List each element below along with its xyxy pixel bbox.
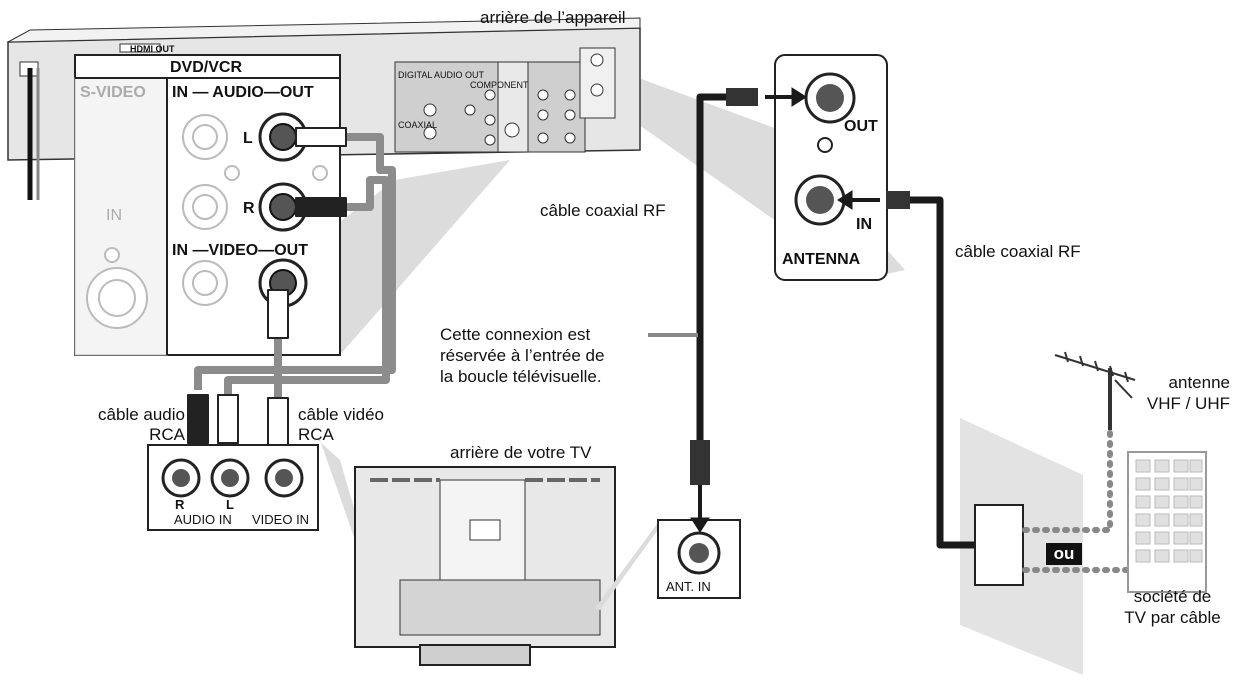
label-audio-in: AUDIO IN — [174, 512, 232, 527]
label-coax-right: câble coaxial RF — [955, 242, 1081, 261]
label-antenna-vhf-1: antenne — [1168, 373, 1230, 392]
dvd-vcr-zoom-panel — [74, 54, 341, 356]
label-in: IN — [856, 216, 872, 233]
label-video-in-out: IN —VIDEO—OUT — [172, 242, 309, 259]
label-panel-R: R — [175, 497, 185, 512]
audio-video-cables — [187, 127, 396, 447]
tv-back — [318, 440, 616, 666]
label-cable-co-1: société de — [1133, 587, 1212, 606]
label-antenna: ANTENNA — [782, 251, 861, 268]
arrows — [690, 87, 880, 533]
wall-plate — [974, 504, 1024, 586]
label-cable-co-2: TV par câble — [1124, 608, 1221, 627]
label-hdmi-out: HDMI OUT — [130, 44, 175, 54]
label-ant-in: ANT. IN — [666, 579, 711, 594]
note-line-3: la boucle télévisuelle. — [440, 367, 602, 386]
label-tv-back: arrière de votre TV — [450, 443, 592, 462]
label-audio-in-out: IN — AUDIO—OUT — [172, 84, 314, 101]
vhf-uhf-antenna — [1054, 351, 1136, 430]
label-panel-L: L — [226, 497, 234, 512]
antenna-zoom-panel — [774, 54, 888, 281]
label-component: COMPONENT — [470, 80, 529, 90]
tv-input-panel — [147, 444, 319, 531]
label-audio-cable-2: RCA — [149, 425, 185, 444]
label-back-of-device: arrière de l’appareil — [480, 8, 626, 27]
ant-in-panel — [657, 519, 741, 599]
or-badge: ou — [1046, 543, 1082, 565]
label-coax-left: câble coaxial RF — [540, 201, 666, 220]
label-coaxial: COAXIAL — [398, 120, 438, 130]
label-video-in: VIDEO IN — [252, 512, 310, 527]
dotted-lines — [1022, 427, 1133, 573]
note-line-2: réservée à l’entrée de — [440, 346, 605, 365]
label-dvd-vcr: DVD/VCR — [170, 59, 243, 76]
label-R: R — [243, 200, 255, 217]
label-video-cable-2: RCA — [298, 425, 334, 444]
label-s-video: S-VIDEO — [80, 84, 146, 101]
label-in-left: IN — [106, 207, 122, 224]
label-digital-audio-out: DIGITAL AUDIO OUT — [398, 70, 485, 80]
label-video-cable-1: câble vidéo — [298, 405, 385, 424]
cable-company-building — [1127, 451, 1207, 593]
label-antenna-vhf-2: VHF / UHF — [1146, 394, 1230, 413]
note-line-1: Cette connexion est — [440, 325, 591, 344]
label-out: OUT — [844, 118, 878, 135]
tv-zoom-shade — [595, 520, 665, 610]
label-L: L — [243, 130, 253, 147]
label-audio-cable-1: câble audio — [98, 405, 185, 424]
